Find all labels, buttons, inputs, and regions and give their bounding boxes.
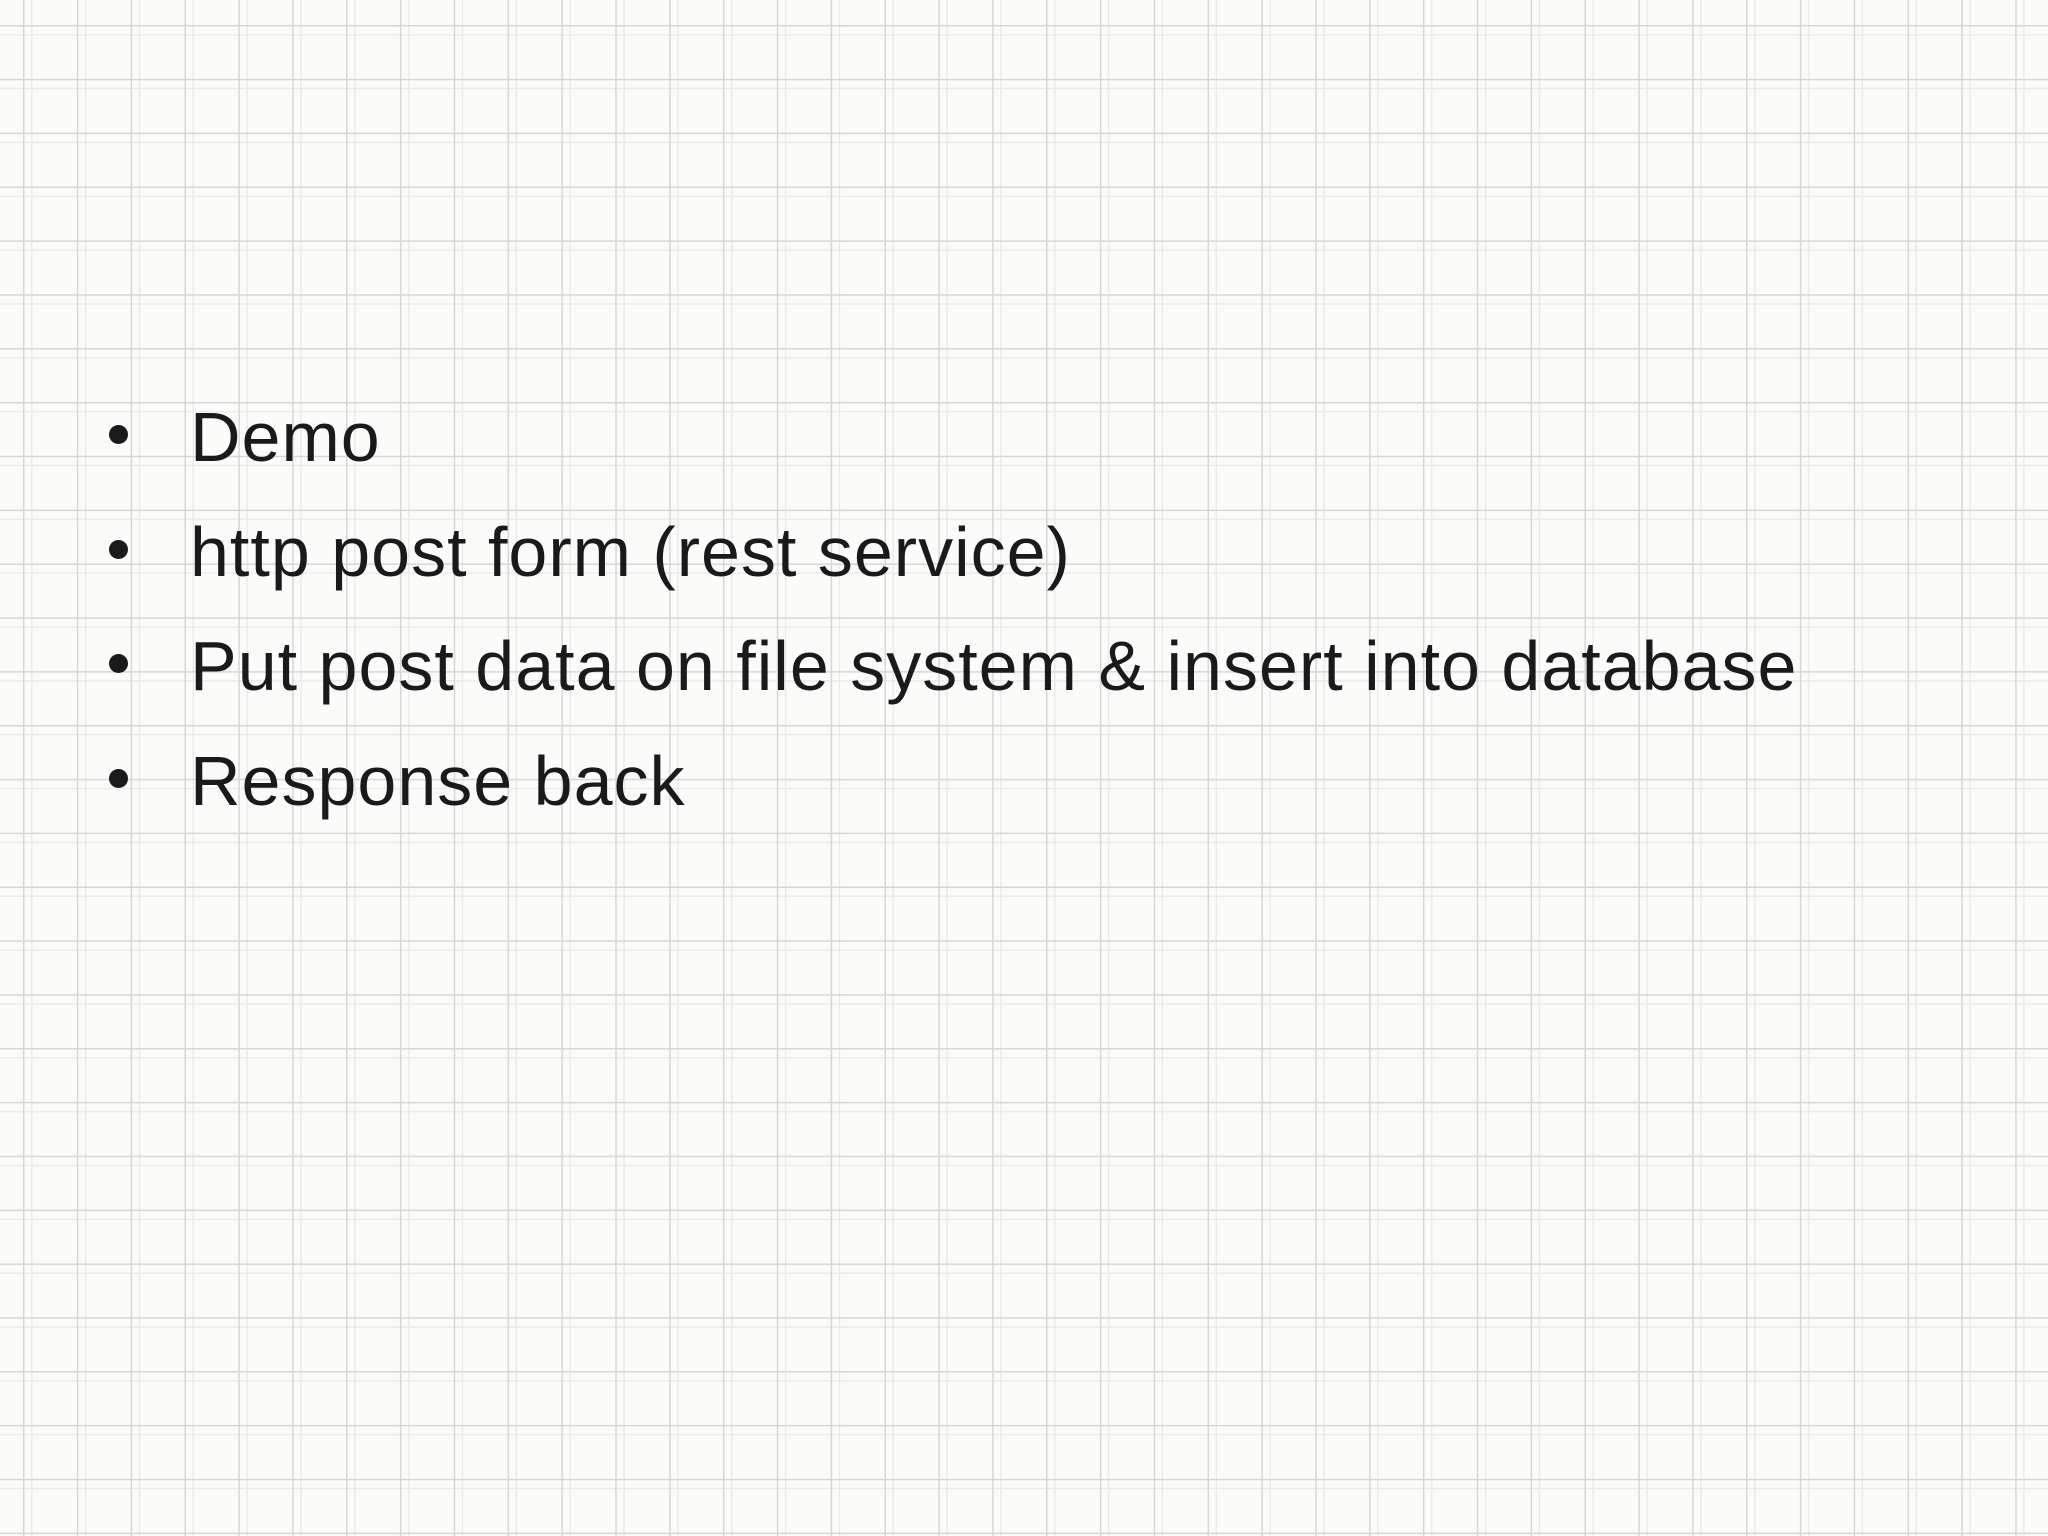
bullet-icon [109,424,128,444]
bullet-item: Demo [0,380,1797,495]
bullet-text: Put post data on file system & insert in… [190,627,1798,706]
bullet-list: Demo http post form (rest service) Put p… [0,380,1797,839]
bullet-icon [109,654,128,674]
bullet-text: Response back [190,741,686,820]
bullet-text: http post form (rest service) [190,512,1071,591]
bullet-item: Response back [0,724,1797,839]
bullet-item: http post form (rest service) [0,495,1797,610]
bullet-item: Put post data on file system & insert in… [0,609,1797,724]
bullet-text: Demo [190,397,381,476]
bullet-icon [109,768,128,788]
bullet-icon [109,539,128,559]
